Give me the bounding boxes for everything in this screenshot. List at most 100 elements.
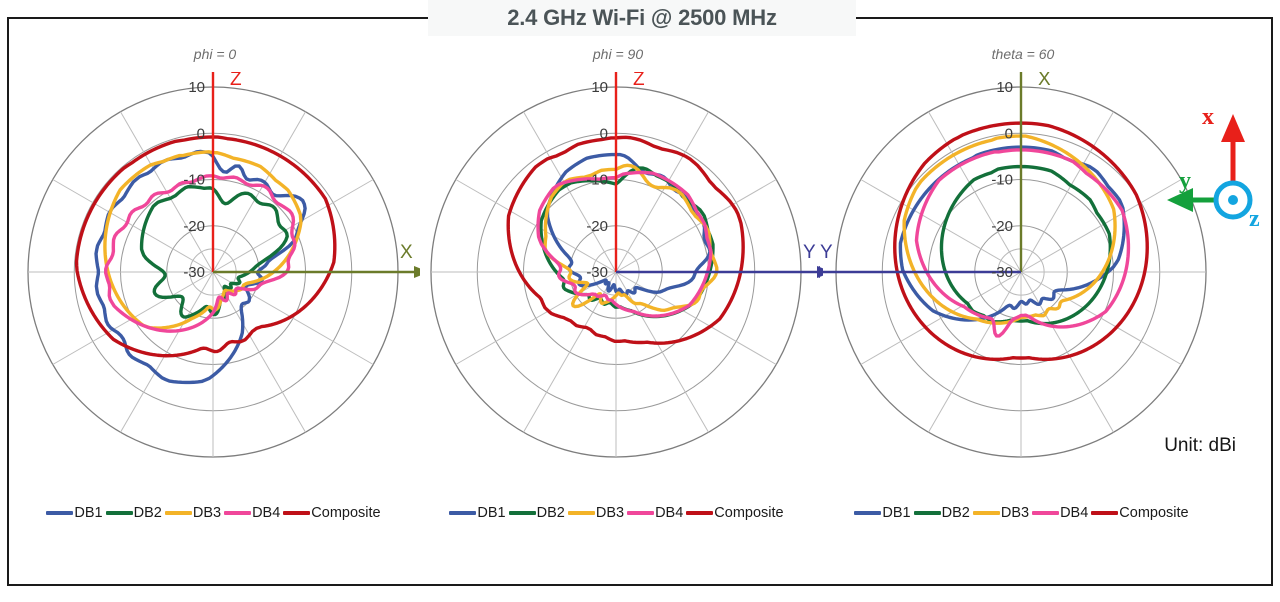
- radial-tick-label: 0: [1005, 125, 1013, 142]
- legend-label: DB3: [192, 505, 222, 521]
- legend-swatch-composite: [283, 511, 311, 515]
- radial-tick-label: -10: [991, 172, 1013, 189]
- legend-label: DB4: [252, 505, 281, 521]
- axis-label-x: X: [1038, 72, 1051, 90]
- axis-label-y: Y: [803, 242, 816, 263]
- legend-item-composite[interactable]: Composite: [283, 505, 383, 521]
- legend-item-db2[interactable]: DB2: [105, 505, 165, 521]
- legend-label: DB1: [882, 505, 911, 521]
- polar-grid-spoke: [1020, 271, 1114, 433]
- series-curve-db2: [539, 166, 715, 319]
- radial-tick-label: -20: [991, 218, 1013, 235]
- polar-plot-phi-90: Z Y 10 0 -10 -20 -30: [430, 72, 823, 458]
- legend-label: DB4: [1060, 505, 1089, 521]
- radial-tick-label: 10: [591, 79, 608, 96]
- polar-grid-spoke: [1020, 179, 1182, 273]
- legend-label: DB4: [655, 505, 684, 521]
- legend-label: DB1: [477, 505, 506, 521]
- axis-label-z: Z: [633, 72, 645, 90]
- axis-arrowhead-x: [414, 266, 420, 278]
- figure-title-banner: 2.4 GHz Wi-Fi @ 2500 MHz: [428, 0, 856, 36]
- legend-item-db3[interactable]: DB3: [164, 505, 224, 521]
- legend-item-composite[interactable]: Composite: [686, 505, 786, 521]
- axis-label-y: Y: [820, 242, 833, 263]
- legend-swatch-db1: [449, 511, 477, 515]
- legend-swatch-db1: [46, 511, 74, 515]
- legend-item-composite[interactable]: Composite: [1091, 505, 1191, 521]
- legend-label: DB1: [74, 505, 103, 521]
- radial-tick-label: -30: [991, 264, 1013, 281]
- legend-item-db3[interactable]: DB3: [567, 505, 627, 521]
- radial-tick-label: -20: [183, 218, 205, 235]
- legend-label: Composite: [311, 505, 381, 521]
- legend-item-db1[interactable]: DB1: [854, 505, 913, 521]
- polar-grid-spoke: [455, 179, 617, 273]
- polar-grid-spoke: [615, 271, 777, 365]
- legend-swatch-db2: [508, 511, 536, 515]
- radial-tick-label: -20: [586, 218, 608, 235]
- legend-swatch-db4: [1032, 511, 1060, 515]
- legend-swatch-db2: [913, 511, 941, 515]
- panel-subtitle: theta = 60: [991, 46, 1055, 62]
- radial-tick-label: -10: [586, 172, 608, 189]
- triad-y-label: y: [1179, 168, 1191, 194]
- series-curve-db2: [939, 164, 1113, 326]
- axis-label-x: X: [400, 242, 413, 263]
- legend-label: DB2: [941, 505, 970, 521]
- legend-swatch-composite: [686, 511, 714, 515]
- legend-phi-0: DB1 DB2 DB3 DB4 Composite: [10, 505, 420, 521]
- legend-swatch-composite: [1091, 511, 1119, 515]
- radial-tick-label: 0: [600, 125, 608, 142]
- series-curve-db2: [139, 184, 289, 319]
- legend-swatch-db3: [567, 511, 595, 515]
- triad-z-label: z: [1249, 206, 1260, 227]
- polar-grid-spoke: [1020, 111, 1114, 273]
- unit-note: Unit: dBi: [1164, 435, 1236, 456]
- legend-swatch-db3: [972, 511, 1000, 515]
- legend-item-db3[interactable]: DB3: [972, 505, 1032, 521]
- polar-grid-spoke: [212, 111, 306, 273]
- polar-grid-spoke: [52, 179, 214, 273]
- polar-grid-spoke: [615, 179, 777, 273]
- legend-item-db2[interactable]: DB2: [913, 505, 973, 521]
- legend-swatch-db1: [854, 511, 882, 515]
- legend-swatch-db3: [164, 511, 192, 515]
- legend-label: DB2: [536, 505, 565, 521]
- coordinate-triad-indicator: x y z: [1167, 104, 1260, 227]
- legend-item-db4[interactable]: DB4: [224, 505, 283, 521]
- legend-item-db4[interactable]: DB4: [627, 505, 686, 521]
- radial-tick-label: 10: [188, 79, 205, 96]
- legend-swatch-db4: [224, 511, 252, 515]
- polar-grid-spoke: [523, 111, 617, 273]
- legend-swatch-db4: [627, 511, 655, 515]
- radial-tick-label: 10: [996, 79, 1013, 96]
- series-curve-db4: [104, 174, 297, 333]
- axis-arrowhead-y: [818, 266, 820, 278]
- legend-item-db2[interactable]: DB2: [508, 505, 568, 521]
- legend-item-db1[interactable]: DB1: [46, 505, 105, 521]
- radial-tick-label: -30: [183, 264, 205, 281]
- polar-grid-spoke: [860, 179, 1022, 273]
- legend-label: Composite: [1119, 505, 1189, 521]
- series-curve-composite: [506, 135, 745, 345]
- polar-grid-spoke: [928, 111, 1022, 273]
- polar-grid-spoke: [615, 111, 709, 273]
- polar-grid-spoke: [455, 271, 617, 365]
- series-curve-composite: [74, 135, 337, 358]
- polar-grid-spoke: [860, 271, 1022, 365]
- polar-plot-theta-60: X Y 10 0 -10 -20 -30: [818, 72, 1207, 458]
- legend-item-db4[interactable]: DB4: [1032, 505, 1091, 521]
- legend-label: Composite: [714, 505, 784, 521]
- legend-item-db1[interactable]: DB1: [449, 505, 508, 521]
- radial-tick-label: -30: [586, 264, 608, 281]
- polar-grid-spoke: [212, 271, 374, 365]
- legend-label: DB2: [133, 505, 162, 521]
- axis-label-z: Z: [230, 72, 242, 90]
- series-curve-db4: [536, 170, 713, 318]
- panel-subtitle: phi = 90: [592, 46, 644, 62]
